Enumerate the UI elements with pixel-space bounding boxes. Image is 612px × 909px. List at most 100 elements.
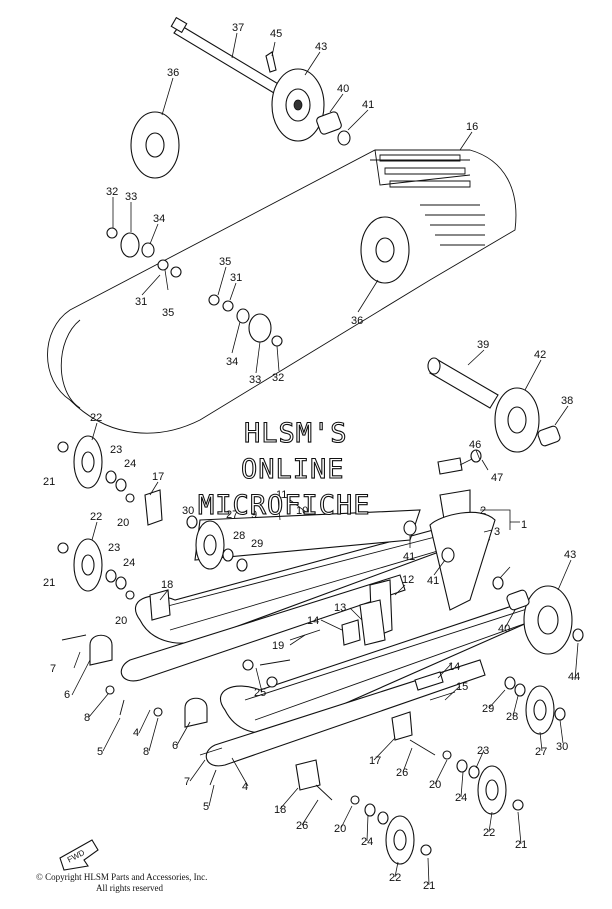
callout-26b: 26 [296, 820, 308, 832]
callout-43: 43 [315, 41, 327, 53]
callout-13: 13 [334, 602, 346, 614]
callout-30b: 30 [556, 741, 568, 753]
rear-axle [427, 357, 499, 409]
callout-41b: 41 [403, 551, 415, 563]
callout-45: 45 [270, 28, 282, 40]
callout-39: 39 [477, 339, 489, 351]
sprocket-top [271, 68, 325, 142]
callout-31b: 31 [135, 296, 147, 308]
callout-36b: 36 [351, 315, 363, 327]
callout-36: 36 [167, 67, 179, 79]
center-wheel-27 [195, 520, 225, 570]
callout-22b: 22 [90, 511, 102, 523]
watermark-line3: MICROFICHE [198, 490, 371, 521]
callout-40: 40 [337, 83, 349, 95]
callout-47: 47 [491, 472, 503, 484]
callout-41c: 41 [427, 575, 439, 587]
spacer-38 [537, 425, 561, 447]
rail-tips-and-brackets [89, 489, 413, 791]
copyright: © Copyright HLSM Parts and Accessories, … [36, 872, 207, 894]
callout-20c: 20 [429, 779, 441, 791]
front-axle [170, 16, 281, 94]
callout-23c: 23 [477, 745, 489, 757]
callout-20a: 20 [117, 517, 129, 529]
callout-30a: 30 [182, 505, 194, 517]
callout-46: 46 [469, 439, 481, 451]
copyright-line2: All rights reserved [96, 883, 163, 893]
callout-labels: 37 45 43 36 40 41 16 32 33 34 35 31 35 3… [43, 22, 580, 892]
callout-22d: 22 [389, 872, 401, 884]
left-wheel-22-lower [73, 538, 103, 592]
callout-4a: 4 [133, 727, 139, 739]
watermark-line1: HLSM'S [244, 418, 348, 449]
right-wheel-22-low [385, 815, 415, 865]
spacer-40 [316, 111, 342, 135]
callout-23b: 23 [108, 542, 120, 554]
callout-8b: 8 [143, 746, 149, 758]
callout-35: 35 [219, 256, 231, 268]
callout-24a: 24 [124, 458, 136, 470]
leader-lines [71, 32, 579, 886]
callout-11: 11 [276, 489, 287, 501]
callout-17b: 17 [369, 755, 381, 767]
callout-40b: 40 [498, 623, 510, 635]
callout-29a: 29 [251, 538, 263, 550]
callout-14a: 14 [307, 615, 319, 627]
left-wheel-22-upper [73, 435, 103, 489]
callout-4b: 4 [242, 781, 248, 793]
callout-16: 16 [466, 121, 478, 133]
callout-28a: 28 [233, 530, 245, 542]
callout-20d: 20 [334, 823, 346, 835]
callout-18a: 18 [161, 579, 173, 591]
fwd-arrow-icon: FWD [59, 839, 99, 871]
callout-27b: 27 [535, 746, 547, 758]
callout-38: 38 [561, 395, 573, 407]
callout-1: 1 [521, 519, 527, 531]
callout-42: 42 [534, 349, 546, 361]
callout-21a: 21 [43, 476, 55, 488]
callout-19: 19 [272, 640, 284, 652]
callout-15: 15 [456, 681, 468, 693]
idler-wheel-36-mid [360, 216, 410, 284]
bolts [61, 629, 456, 801]
callout-7b: 7 [184, 776, 190, 788]
callout-20b: 20 [115, 615, 127, 627]
callout-41: 41 [362, 99, 374, 111]
callout-17a: 17 [152, 471, 164, 483]
callout-5a: 5 [97, 746, 103, 758]
hardware-left-idler [106, 227, 182, 278]
callout-8a: 8 [84, 712, 90, 724]
callout-37: 37 [232, 22, 244, 34]
callout-22a: 22 [90, 412, 102, 424]
callout-44: 44 [568, 671, 580, 683]
callout-2: 2 [480, 505, 486, 517]
rear-wheel-42 [494, 387, 540, 453]
center-block [341, 579, 444, 691]
callout-6a: 6 [64, 689, 70, 701]
callout-5b: 5 [203, 801, 209, 813]
right-wheel-43 [523, 585, 573, 655]
callout-26a: 26 [396, 767, 408, 779]
callout-31: 31 [230, 272, 242, 284]
callout-28b: 28 [506, 711, 518, 723]
right-wheel-22-mid [477, 765, 507, 815]
callout-32b: 32 [272, 372, 284, 384]
callout-21c: 21 [515, 839, 527, 851]
callout-18b: 18 [274, 804, 286, 816]
callout-32: 32 [106, 186, 118, 198]
washer-41-top [337, 130, 351, 146]
watermark: HLSM'S ONLINE MICROFICHE [197, 417, 371, 521]
callout-21b: 21 [43, 577, 55, 589]
callout-6b: 6 [172, 740, 178, 752]
callout-33b: 33 [249, 374, 261, 386]
callout-3: 3 [494, 526, 500, 538]
callout-27a: 27 [226, 509, 238, 521]
callout-12: 12 [402, 574, 414, 586]
callout-29b: 29 [482, 703, 494, 715]
callout-10: 10 [296, 505, 308, 517]
callout-21d: 21 [423, 880, 435, 892]
callout-22c: 22 [483, 827, 495, 839]
idler-wheel-36-top [130, 111, 180, 179]
callout-34b: 34 [226, 356, 238, 368]
